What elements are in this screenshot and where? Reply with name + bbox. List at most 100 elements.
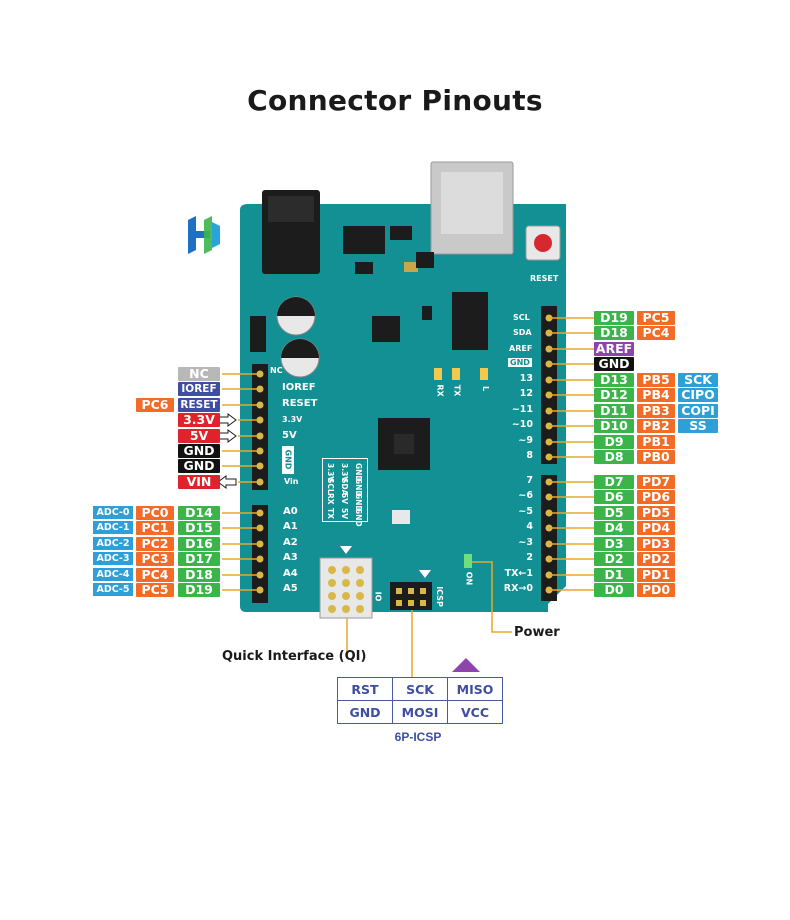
silk-l: L bbox=[481, 385, 491, 392]
label-digital: D13 bbox=[594, 373, 634, 387]
table-row: GND MOSI VCC bbox=[337, 700, 503, 724]
label-ioref: IOREF bbox=[178, 382, 220, 396]
label-port: PC5 bbox=[637, 311, 675, 325]
icsp-table: RST SCK MISO GND MOSI VCC bbox=[337, 677, 503, 724]
label-adc: ADC-4 bbox=[93, 568, 133, 581]
label-digital: D18 bbox=[594, 326, 634, 340]
qi-pin bbox=[356, 605, 364, 613]
label-port: PD0 bbox=[637, 583, 675, 597]
silk-digital: 2 bbox=[526, 552, 533, 563]
silk-reset-button: RESET bbox=[530, 274, 559, 283]
silk-icsp: ICSP bbox=[434, 586, 444, 607]
label-adc: ADC-5 bbox=[93, 583, 133, 596]
silk-digital: ~6 bbox=[518, 490, 533, 501]
callout-qi: Quick Interface (QI) bbox=[222, 649, 367, 664]
silk-tx: TX bbox=[452, 384, 462, 397]
label-digital: D1 bbox=[594, 568, 634, 582]
qi-silk-cell: SCL bbox=[326, 478, 335, 494]
label-digital: D15 bbox=[178, 521, 220, 535]
header-pin bbox=[256, 370, 264, 378]
qi-silk-cell: GND bbox=[354, 508, 363, 527]
silk-digital: RX→0 bbox=[503, 583, 533, 594]
silk-rx: RX bbox=[435, 384, 445, 397]
qi-silk-cell: TX bbox=[326, 508, 335, 519]
label-digital: D12 bbox=[594, 388, 634, 402]
silk-digital: 4 bbox=[526, 521, 533, 532]
label-port: PC0 bbox=[136, 506, 174, 520]
label-port: PB4 bbox=[637, 388, 675, 402]
icsp-cell: SCK bbox=[392, 677, 448, 701]
icsp-cell: MOSI bbox=[392, 700, 448, 724]
label-adc: ADC-2 bbox=[93, 537, 133, 550]
silk-analog: A4 bbox=[283, 568, 298, 579]
digital-header-high bbox=[541, 306, 557, 464]
label-port: PC5 bbox=[136, 583, 174, 597]
label-port: PC3 bbox=[136, 552, 174, 566]
label-digital: D14 bbox=[178, 506, 220, 520]
led-l bbox=[480, 368, 488, 380]
silk-analog: A1 bbox=[283, 521, 298, 532]
label-digital: D19 bbox=[594, 311, 634, 325]
label-adc: ADC-1 bbox=[93, 521, 133, 534]
label-5v: 5V bbox=[178, 429, 220, 443]
label-port: PD7 bbox=[637, 475, 675, 489]
icsp-pin bbox=[420, 588, 426, 594]
silk-digital: ~10 bbox=[511, 419, 533, 430]
silk-on: ON bbox=[464, 571, 474, 586]
digital-header-low bbox=[541, 475, 557, 601]
icsp-pin bbox=[396, 600, 402, 606]
icsp-pin bbox=[408, 600, 414, 606]
label-digital: D9 bbox=[594, 435, 634, 449]
qi-pin bbox=[328, 579, 336, 587]
label-pc6: PC6 bbox=[136, 398, 174, 412]
miso-marker-icon bbox=[452, 658, 480, 672]
icsp-title: 6P-ICSP bbox=[394, 730, 442, 744]
label-aref: AREF bbox=[594, 341, 634, 356]
label-port: PB1 bbox=[637, 435, 675, 449]
qi-silk-cell: 5V bbox=[340, 493, 349, 505]
silk-digital: 13 bbox=[519, 373, 533, 384]
arrow-3v3-icon bbox=[217, 413, 237, 427]
qi-silk-cell: 5V bbox=[340, 508, 349, 520]
label-vin: VIN bbox=[178, 475, 220, 489]
icsp-pin bbox=[420, 600, 426, 606]
brand-logo-icon bbox=[188, 216, 220, 254]
label-port: PD3 bbox=[637, 537, 675, 551]
silk-digital: SDA bbox=[513, 328, 532, 337]
label-digital: D19 bbox=[178, 583, 220, 597]
arrow-vin-icon bbox=[217, 475, 237, 489]
label-function: COPI bbox=[678, 404, 718, 418]
silk-digital: SCL bbox=[513, 313, 530, 322]
usb-chip bbox=[452, 292, 488, 350]
silk-digital: ~3 bbox=[518, 537, 533, 548]
silk-gnd-right: GND bbox=[508, 358, 532, 367]
header-pin bbox=[256, 416, 264, 424]
label-port: PC1 bbox=[136, 521, 174, 535]
qi-pin bbox=[356, 579, 364, 587]
silk-analog: A3 bbox=[283, 552, 298, 563]
label-port: PC4 bbox=[637, 326, 675, 340]
label-port: PD4 bbox=[637, 521, 675, 535]
silk-analog: A0 bbox=[283, 506, 298, 517]
label-gnd-right: GND bbox=[594, 357, 634, 371]
silk-gnd: GND bbox=[283, 449, 293, 470]
header-pin bbox=[256, 385, 264, 393]
label-port: PD2 bbox=[637, 552, 675, 566]
label-port: PB3 bbox=[637, 404, 675, 418]
header-pin bbox=[256, 478, 264, 486]
silk-analog: A5 bbox=[283, 583, 298, 594]
silk-analog: A2 bbox=[283, 537, 298, 548]
icsp-cell: MISO bbox=[447, 677, 503, 701]
silk-ioref: IOREF bbox=[282, 382, 316, 393]
label-digital: D4 bbox=[594, 521, 634, 535]
silk-vin: Vin bbox=[284, 477, 299, 486]
header-pin bbox=[256, 447, 264, 455]
label-port: PB5 bbox=[637, 373, 675, 387]
silk-nc: NC bbox=[270, 366, 283, 375]
label-digital: D5 bbox=[594, 506, 634, 520]
label-digital: D11 bbox=[594, 404, 634, 418]
silk-aref: AREF bbox=[509, 344, 533, 353]
label-port: PD5 bbox=[637, 506, 675, 520]
